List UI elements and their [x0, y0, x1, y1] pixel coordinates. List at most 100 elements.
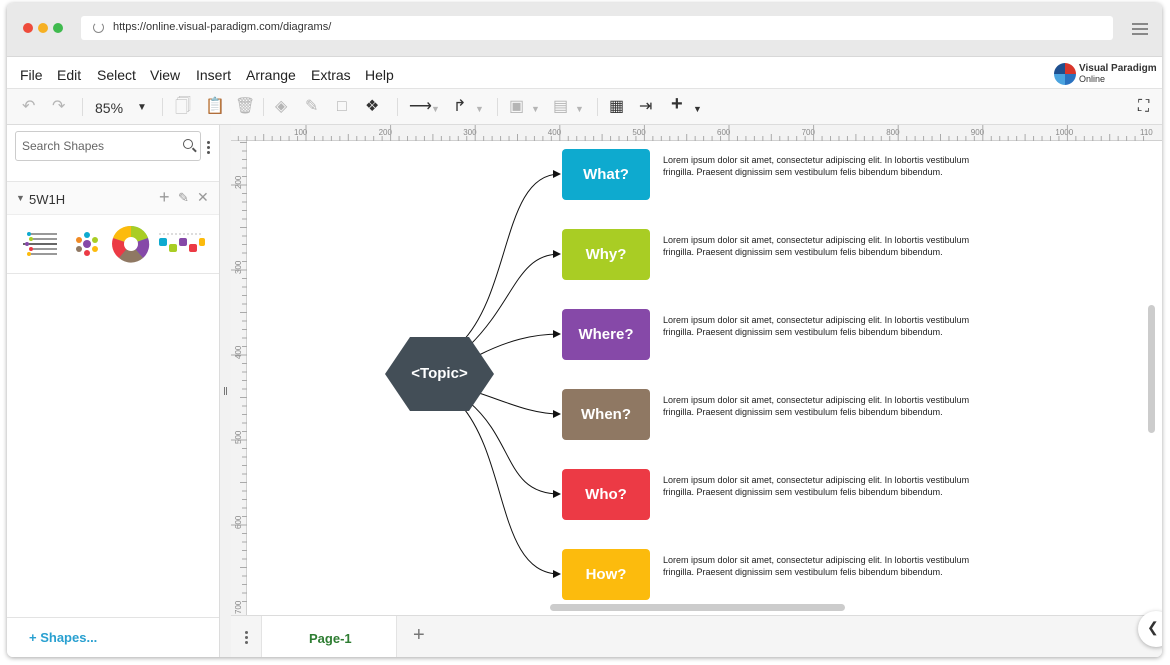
- waypoint-dropdown-icon[interactable]: ▼: [475, 104, 484, 114]
- fill-color-icon[interactable]: ◈: [275, 98, 288, 115]
- redo-icon[interactable]: ↷: [52, 98, 66, 115]
- desc-how[interactable]: Lorem ipsum dolor sit amet, consectetur …: [663, 555, 970, 577]
- ruler-label: 400: [548, 128, 562, 137]
- desc-what[interactable]: Lorem ipsum dolor sit amet, consectetur …: [663, 155, 970, 177]
- desc-when[interactable]: Lorem ipsum dolor sit amet, consectetur …: [663, 395, 970, 417]
- vertical-scrollbar[interactable]: [1148, 305, 1155, 433]
- topic-hexagon: [385, 337, 494, 411]
- diagram-canvas[interactable]: <Topic> What? Lorem ipsum dolor sit amet…: [247, 141, 1162, 615]
- collapse-panel-button[interactable]: ❮: [1138, 611, 1162, 647]
- desc-why[interactable]: Lorem ipsum dolor sit amet, consectetur …: [663, 235, 970, 257]
- edit-library-icon[interactable]: ✎: [178, 190, 189, 205]
- address-bar[interactable]: https://online.visual-paradigm.com/diagr…: [81, 16, 1113, 40]
- browser-menu-icon[interactable]: [1132, 23, 1148, 35]
- more-shapes-label: Shapes...: [40, 630, 98, 645]
- logo-icon: [1054, 63, 1076, 85]
- shadow-icon[interactable]: □: [337, 98, 347, 115]
- line-color-icon[interactable]: ✎: [305, 98, 319, 115]
- node-what[interactable]: What?: [562, 149, 650, 200]
- ruler-label: 900: [971, 128, 985, 137]
- logo-line2: Online: [1079, 74, 1106, 84]
- add-shape-icon[interactable]: +: [159, 187, 170, 207]
- fit-width-icon[interactable]: ⇥: [639, 98, 653, 115]
- maximize-window-dot[interactable]: [53, 23, 63, 33]
- shape-library-header[interactable]: ▼ 5W1H + ✎ ✕: [7, 181, 219, 215]
- menu-bar: File Edit Select View Insert Arrange Ext…: [7, 57, 1162, 89]
- sidebar-more-icon[interactable]: [207, 141, 210, 155]
- app-window: https://online.visual-paradigm.com/diagr…: [7, 3, 1162, 657]
- add-icon[interactable]: +: [671, 93, 683, 115]
- node-when-label: When?: [581, 406, 631, 423]
- menu-arrange[interactable]: Arrange: [246, 67, 296, 83]
- zoom-dropdown-icon[interactable]: ▼: [137, 102, 147, 113]
- menu-extras[interactable]: Extras: [311, 67, 351, 83]
- node-when[interactable]: When?: [562, 389, 650, 440]
- search-icon[interactable]: [183, 139, 193, 149]
- connector-why: [468, 250, 561, 347]
- close-library-icon[interactable]: ✕: [197, 189, 209, 205]
- undo-icon[interactable]: ↶: [22, 98, 36, 115]
- delete-icon[interactable]: 🗑: [235, 98, 256, 115]
- hub-thumbnail: [76, 232, 98, 256]
- timeline-thumbnail: [159, 233, 205, 252]
- shape-thumbnail-set[interactable]: [7, 216, 220, 274]
- search-box[interactable]: [15, 131, 201, 161]
- arrange-dropdown-icon[interactable]: ▼: [531, 104, 540, 114]
- close-window-dot[interactable]: [23, 23, 33, 33]
- node-who-label: Who?: [585, 486, 627, 503]
- paste-icon[interactable]: 📋: [205, 98, 225, 115]
- menu-edit[interactable]: Edit: [57, 67, 82, 83]
- ruler-label: 200: [234, 175, 243, 189]
- arrange-icon[interactable]: ▣: [509, 98, 525, 115]
- connector-dropdown-icon[interactable]: ▼: [431, 104, 440, 114]
- ruler-label: 300: [463, 128, 477, 137]
- reload-icon[interactable]: [93, 22, 104, 33]
- visual-paradigm-logo: Visual Paradigm Online: [1054, 61, 1157, 87]
- horizontal-scrollbar[interactable]: [550, 604, 845, 611]
- search-input[interactable]: [22, 139, 172, 153]
- wheel-thumbnail: [112, 225, 150, 263]
- align-icon[interactable]: ▤: [553, 98, 569, 115]
- connector-when: [478, 392, 561, 418]
- format-painter-icon[interactable]: ❖: [365, 98, 380, 115]
- menu-help[interactable]: Help: [365, 67, 394, 83]
- node-what-label: What?: [583, 166, 629, 183]
- menu-file[interactable]: File: [20, 67, 43, 83]
- minimize-window-dot[interactable]: [38, 23, 48, 33]
- sidebar-splitter[interactable]: [220, 125, 231, 657]
- align-dropdown-icon[interactable]: ▼: [575, 104, 584, 114]
- ruler-label: 600: [234, 515, 243, 529]
- ruler-label: 600: [717, 128, 731, 137]
- node-why[interactable]: Why?: [562, 229, 650, 280]
- page-bar: Page-1 +: [231, 615, 1162, 657]
- desc-where[interactable]: Lorem ipsum dolor sit amet, consectetur …: [663, 315, 970, 337]
- connector-where: [478, 330, 561, 356]
- more-shapes-button[interactable]: + Shapes...: [29, 630, 98, 645]
- browser-bar: https://online.visual-paradigm.com/diagr…: [7, 3, 1162, 57]
- menu-select[interactable]: Select: [97, 67, 136, 83]
- desc-who[interactable]: Lorem ipsum dolor sit amet, consectetur …: [663, 475, 970, 497]
- collapse-arrow-icon[interactable]: ▼: [16, 193, 25, 203]
- copy-icon[interactable]: 🗍: [175, 98, 191, 115]
- add-page-icon[interactable]: +: [413, 624, 425, 646]
- fullscreen-icon[interactable]: ⛶: [1138, 98, 1150, 115]
- connector-style-icon[interactable]: ⟶: [409, 98, 432, 115]
- url-text: https://online.visual-paradigm.com/diagr…: [113, 21, 332, 33]
- page-tab[interactable]: Page-1: [261, 616, 397, 657]
- waypoint-icon[interactable]: ↱: [453, 98, 467, 115]
- page-tab-label: Page-1: [309, 631, 352, 646]
- ruler-label: 500: [234, 430, 243, 444]
- node-how[interactable]: How?: [562, 549, 650, 600]
- fit-page-icon[interactable]: ▦: [609, 98, 625, 115]
- node-who[interactable]: Who?: [562, 469, 650, 520]
- node-where[interactable]: Where?: [562, 309, 650, 360]
- ruler-label: 500: [632, 128, 646, 137]
- page-menu-icon[interactable]: [245, 631, 248, 644]
- menu-insert[interactable]: Insert: [196, 67, 232, 83]
- topic-label[interactable]: <Topic>: [411, 365, 468, 382]
- menu-view[interactable]: View: [150, 67, 181, 83]
- zoom-level[interactable]: 85%: [95, 100, 124, 116]
- add-dropdown-icon[interactable]: ▼: [693, 104, 702, 114]
